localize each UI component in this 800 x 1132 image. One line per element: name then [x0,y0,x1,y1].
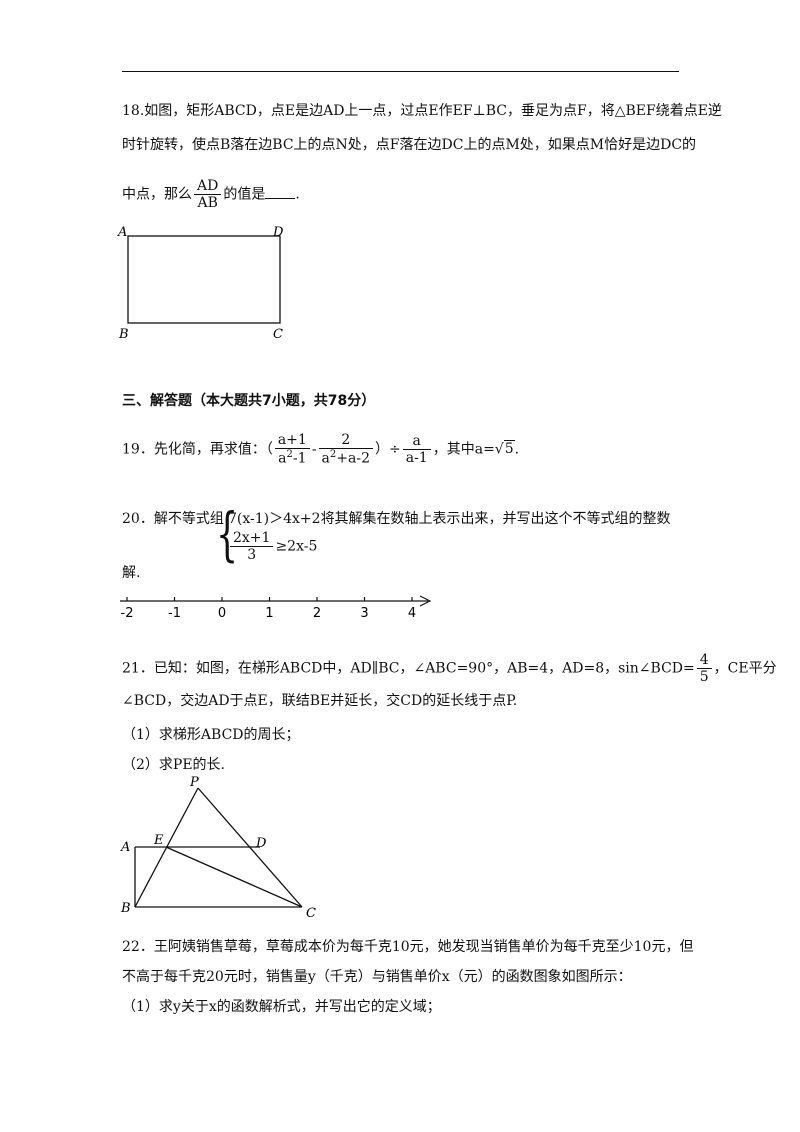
label-B: B [120,901,131,916]
label-C: C [273,327,283,342]
number-line: -2 -1 0 1 2 3 4 [120,595,432,621]
axis-tick-label: 1 [265,606,273,621]
q22-line1: 22．王阿姨销售草莓，草莓成本价为每千克10元，她发现当销售单价为每千克至少10… [122,939,694,955]
q21-sub1: （1）求梯形ABCD的周长； [122,727,300,743]
label-B: B [118,327,129,342]
axis-tick-label: 4 [408,606,416,621]
q22-sub1: （1）求y关于x的函数解析式，并写出它的定义域； [122,999,441,1015]
section-title: 三、解答题（本大题共7小题，共78分） [122,393,376,409]
label-P: P [189,775,199,790]
q18-rectangle-figure: A D B C [117,225,284,342]
axis-tick-label: 3 [360,606,368,621]
answer-blank [265,197,296,199]
q20-line2: 解. [122,565,141,581]
label-E: E [153,833,164,848]
q21-line1: 21．已知：如图，在梯形ABCD中，AD∥BC，∠ABC=90°，AB=4，AD… [122,652,777,686]
label-A: A [120,840,130,855]
q21-line2: ∠BCD，交边AD于点E，联结BE并延长，交CD的延长线于点P. [122,693,518,709]
axis-tick-label: -1 [168,606,181,621]
label-C: C [306,906,316,921]
q21-trapezoid-figure: P A E D B C [120,775,316,921]
q18-line2: 时针旋转，使点B落在边BC上的点N处，点F落在边DC上的点M处，如果点M恰好是边… [122,137,697,153]
q22-line2: 不高于每千克20元时，销售量y（千克）与销售单价x（元）的函数图象如图所示： [122,969,632,985]
label-D: D [272,225,284,240]
brace: { [216,500,239,568]
axis-tick-label: 0 [218,606,226,621]
header-rule [122,71,679,72]
label-A: A [117,225,127,240]
q18-line1: 18.如图，矩形ABCD，点E是边AD上一点，过点E作EF⊥BC，垂足为点F，将… [122,103,722,119]
axis-tick-label: 2 [313,606,321,621]
q21-sub2: （2）求PE的长. [122,757,225,773]
axis-tick-label: -2 [121,606,134,621]
label-D: D [255,836,267,851]
q20-prefix: 20．解不等式组 [122,511,224,527]
